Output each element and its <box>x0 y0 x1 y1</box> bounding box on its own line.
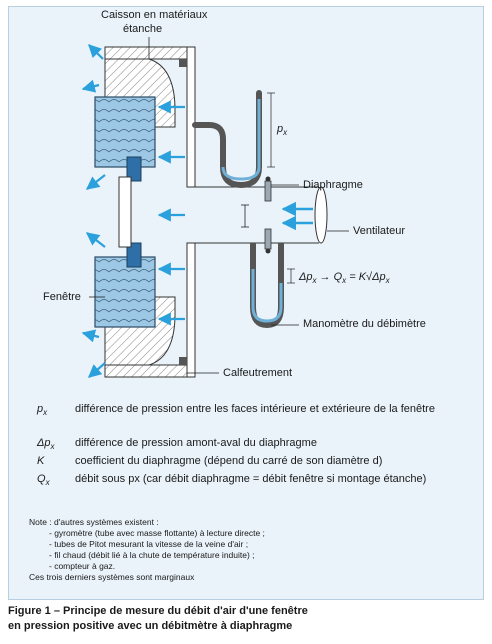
px-label: px <box>277 123 288 138</box>
leak-arrows <box>81 44 106 378</box>
px-manometer <box>192 90 275 189</box>
caisson-label-line2: étanche <box>123 23 163 35</box>
figure-caption-line1: Figure 1 – Principe de mesure du débit d… <box>8 605 308 617</box>
diaphragm <box>264 176 272 254</box>
glass-pane <box>118 176 132 248</box>
leader-lines <box>89 37 349 374</box>
air-duct <box>195 186 328 244</box>
diaphragm-flow-diagram <box>81 37 349 378</box>
delta-marker <box>241 204 249 228</box>
diaphragme-label: Diaphragme <box>303 179 363 191</box>
window-frame-top <box>94 58 176 182</box>
manometre-label: Manomètre du débimètre <box>303 318 426 330</box>
duct-flow-arrows <box>281 201 313 231</box>
ventilateur-label: Ventilateur <box>353 225 405 237</box>
fenetre-label: Fenêtre <box>43 291 81 303</box>
caisson-box <box>104 46 196 378</box>
figure-frame: Caisson en matériaux étanche px Diaphrag… <box>8 6 484 600</box>
dp-manometer <box>250 243 295 329</box>
flow-formula: Δpx → Qx = K√Δpx <box>299 271 390 286</box>
calfeutrement-label: Calfeutrement <box>223 367 293 379</box>
figure-caption-line2: en pression positive avec un débitmètre … <box>8 620 293 632</box>
caisson-label-line1: Caisson en matériaux <box>101 9 208 21</box>
inflow-arrows <box>157 100 185 326</box>
window-frame-bottom <box>94 242 176 366</box>
